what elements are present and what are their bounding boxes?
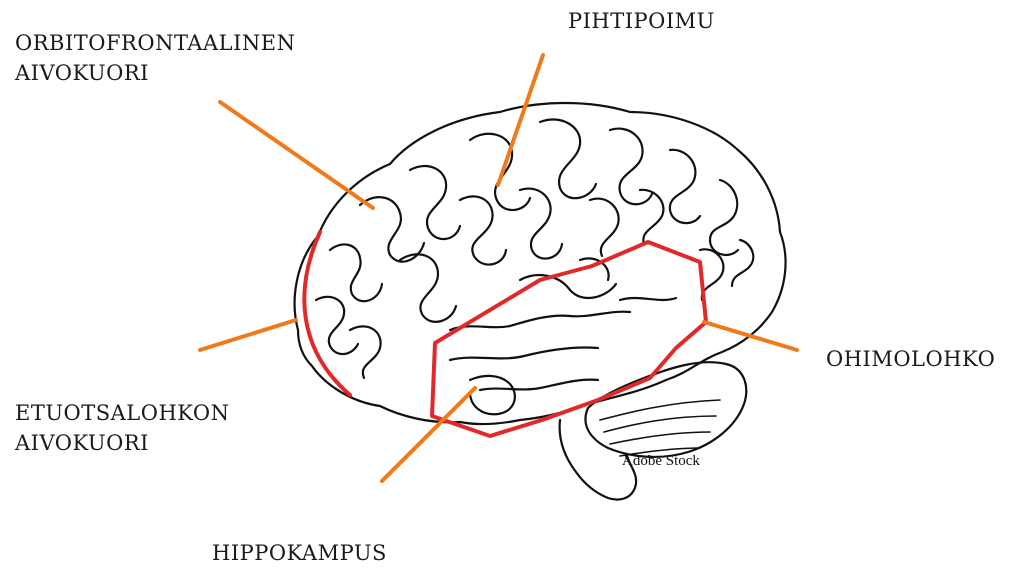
gyri-fold [400,254,456,322]
gyri-fold [470,376,515,414]
gyri-fold [610,129,652,205]
pointer-orbitofrontal [220,102,373,208]
gyri-fold [350,326,381,378]
label-prefrontal-line-1: ETUOTSALOHKON [15,398,230,428]
gyri-fold [620,298,676,300]
pointer-lines [200,55,797,481]
cerebellum [585,362,746,457]
gyri-fold [732,240,753,286]
watermark-text: Adobe Stock [622,453,700,470]
label-prefrontal-cortex: ETUOTSALOHKON AIVOKUORI [15,398,230,459]
label-hippocampus: HIPPOKAMPUS [212,538,387,568]
label-orbitofrontal-line-2: AIVOKUORI [15,58,295,88]
gyri-fold [470,134,530,210]
gyri-fold [640,190,663,244]
label-orbitofrontal-cortex: ORBITOFRONTAALINEN AIVOKUORI [15,28,295,89]
label-cingulate-text: PIHTIPOIMU [568,6,715,36]
gyri-fold [450,347,598,360]
label-temporal-text: OHIMOLOHKO [826,344,995,374]
label-cingulate-gyrus: PIHTIPOIMU [568,6,715,36]
gyri-fold [520,189,562,259]
label-orbitofrontal-line-1: ORBITOFRONTAALINEN [15,28,295,58]
highlight-outlines [304,232,706,436]
label-temporal-lobe: OHIMOLOHKO [826,344,995,374]
temporal-outline [432,242,706,436]
gyri-fold [316,297,358,354]
gyri-fold [330,244,382,301]
gyri-fold [460,196,506,264]
gyri-fold [590,199,619,256]
gyri-fold [450,312,630,330]
brain-outline [295,103,786,424]
pointer-cingulate [498,55,543,185]
gyri-fold [410,166,460,239]
label-hippocampus-text: HIPPOKAMPUS [212,538,387,568]
brain-drawing [295,103,786,500]
gyri-fold [710,180,738,255]
pointer-temporal [704,322,797,350]
gyri-fold [540,119,596,198]
pointer-hippocampus [382,388,475,481]
gyri-fold [480,380,598,390]
gyri-fold [670,150,700,223]
pointer-prefrontal [200,320,296,350]
gyri-fold [520,275,616,298]
label-prefrontal-line-2: AIVOKUORI [15,428,230,458]
